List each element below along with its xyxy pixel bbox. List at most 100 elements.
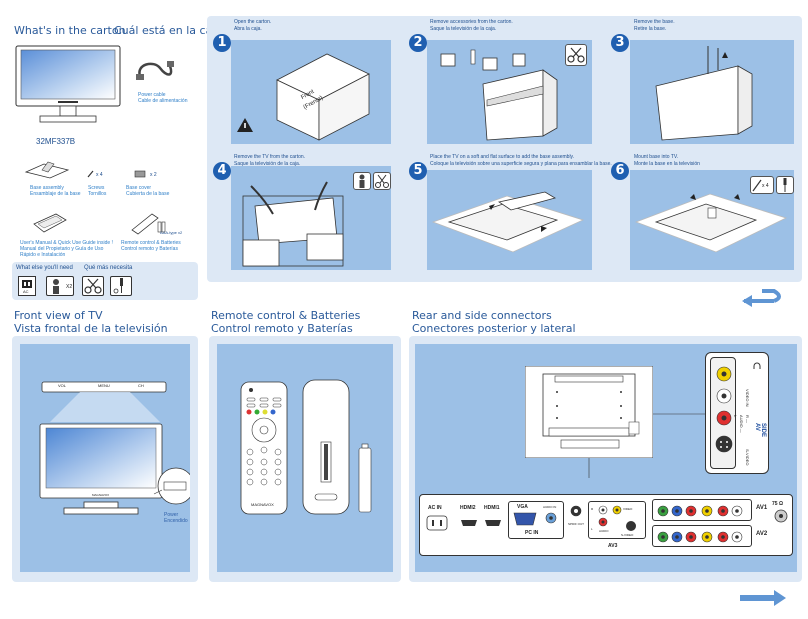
hdmi2-port-icon xyxy=(460,519,478,527)
av3-audio-label: AUDIO xyxy=(599,529,609,533)
step-3-text-es: Retire la base. xyxy=(634,26,667,32)
antenna-label: 75 Ω xyxy=(772,501,783,507)
front-panel: VOL MENU CH MAGNAVOX Power Encendido xyxy=(12,336,198,582)
step-3-text-en: Remove the base. xyxy=(634,19,675,25)
vga-port-icon xyxy=(513,512,537,526)
screws-label-es: Tornillos xyxy=(88,191,107,197)
av3-label: AV3 xyxy=(608,543,618,549)
front-bar-menu: MENU xyxy=(98,383,110,388)
remote-label-es: Control remoto y Baterías xyxy=(121,246,178,252)
step-4-person-icon xyxy=(353,172,371,190)
side-av-panel: VIDEO IN R — AUDIO — L S-VIDEO SIDE AV xyxy=(705,352,769,474)
base-assembly-label-es: Ensamblaje de la base xyxy=(30,191,81,197)
step-4-text-es: Saque la televisión de la caja. xyxy=(234,161,301,167)
front-title-en: Front view of TV xyxy=(14,309,103,322)
base-cover-icon xyxy=(134,170,146,178)
power-cable-label-en: Power cable xyxy=(138,92,166,98)
screws-label-en: Screws xyxy=(88,185,105,191)
manual-icon xyxy=(32,210,68,236)
step-4-scissors-icon xyxy=(373,172,391,190)
front-view-image: VOL MENU CH MAGNAVOX Power Encendido xyxy=(20,344,190,572)
model-number: 32MF337B xyxy=(36,137,76,146)
pc-audio-in-label: AUDIO IN xyxy=(543,505,557,509)
front-brand: MAGNAVOX xyxy=(92,493,110,497)
outlet-icon: AC xyxy=(18,276,36,296)
carton-title-es: Cuál está en la caja xyxy=(114,24,223,37)
step-6-text-en: Mount base into TV. xyxy=(634,154,679,160)
step-1-text-es: Abra la caja. xyxy=(234,26,262,32)
step-2-number: 2 xyxy=(409,34,427,52)
need-panel: What else you'll need Qué más necesita A… xyxy=(12,262,198,300)
pc-in-label: PC IN xyxy=(525,530,539,536)
step-5-number: 5 xyxy=(409,162,427,180)
remote-panel: MAGNAVOX xyxy=(209,336,401,582)
remote-image: MAGNAVOX xyxy=(217,344,393,572)
step-3-image xyxy=(630,40,794,144)
step-2-text-es: Saque la televisión de la caja. xyxy=(430,26,497,32)
base-assembly-icon xyxy=(24,160,70,180)
step-2-scissors-icon xyxy=(565,44,587,66)
av3-svideo-label: S-VIDEO xyxy=(621,533,634,537)
remote-label-en: Remote control & Batteries xyxy=(121,240,181,246)
step-1-image: Front (Frente) xyxy=(231,40,391,144)
step-1-text-en: Open the carton. xyxy=(234,19,272,25)
step-6-screw-icon: x 4 xyxy=(750,176,774,194)
base-cover-label-es: Cubierta de la base xyxy=(126,191,170,197)
side-svideo: S-VIDEO xyxy=(745,449,750,466)
manual-label-es2: Rápido e Instalación xyxy=(20,252,66,258)
connectors-title-es: Conectores posterior y lateral xyxy=(412,322,576,335)
ac-in-port-icon xyxy=(426,515,448,531)
step-6-text-es: Monte la base en la televisión xyxy=(634,161,700,167)
step-4-image xyxy=(231,166,391,270)
step-6-screw-count: x 4 xyxy=(762,183,769,189)
spdif-port-icon xyxy=(570,505,582,517)
av2-label: AV2 xyxy=(756,531,768,537)
scissors-icon xyxy=(82,276,104,296)
av3-video-label: VIDEO xyxy=(623,507,633,511)
remote-title-es: Control remoto y Baterías xyxy=(211,322,353,335)
step-6-screwdriver-icon xyxy=(776,176,794,194)
step-5-image xyxy=(427,170,592,270)
side-video-in: VIDEO IN xyxy=(745,389,750,407)
power-cable-label-es: Cable de alimentación xyxy=(138,98,188,104)
av1-block xyxy=(652,499,752,521)
av3-l-label: L xyxy=(591,527,593,531)
need-x2: X2 xyxy=(66,284,73,290)
connectors-image: VIDEO IN R — AUDIO — L S-VIDEO SIDE AV A… xyxy=(415,344,797,572)
power-label-en: Power xyxy=(164,512,179,518)
av1-label: AV1 xyxy=(756,505,768,511)
step-4-number: 4 xyxy=(213,162,231,180)
headphone-icon xyxy=(752,361,762,371)
tv-illustration xyxy=(14,44,122,126)
pc-audio-port-icon xyxy=(545,512,557,524)
step-2-text-en: Remove accessories from the carton. xyxy=(430,19,513,25)
step-6-image: x 4 xyxy=(630,170,794,270)
step-4-text-en: Remove the TV from the carton. xyxy=(234,154,306,160)
remote-title-en: Remote control & Batteries xyxy=(211,309,361,322)
step-6-number: 6 xyxy=(611,162,629,180)
hdmi2-label: HDMI2 xyxy=(460,505,476,511)
front-bar-vol: VOL xyxy=(58,383,67,388)
step-3-number: 3 xyxy=(611,34,629,52)
hdmi1-label: HDMI1 xyxy=(484,505,500,511)
step-5-text-es: Coloque la televisión sobre una superfic… xyxy=(430,161,612,167)
step-2-image xyxy=(427,40,592,144)
next-page-arrow-icon[interactable] xyxy=(740,287,788,307)
rear-connector-strip: AC IN HDMI2 HDMI1 VGA AUDIO IN xyxy=(419,494,793,556)
base-cover-count: x 2 xyxy=(150,172,157,178)
remote-brand: MAGNAVOX xyxy=(251,502,274,507)
need-title-en: What else you'll need xyxy=(16,265,73,271)
base-cover-label-en: Base cover xyxy=(126,185,152,191)
next-page-arrow-bottom-icon[interactable] xyxy=(738,590,788,606)
screws-count: x 4 xyxy=(96,172,103,178)
pc-in-block: VGA AUDIO IN PC IN xyxy=(508,501,564,539)
connectors-title-en: Rear and side connectors xyxy=(412,309,552,322)
person-icon: X2 xyxy=(46,276,74,296)
manual-label-en: User's Manual & Quick Use Guide inside ! xyxy=(20,240,113,246)
antenna-port-icon xyxy=(774,509,788,523)
ac-in-label: AC IN xyxy=(428,505,442,511)
battery-type: AAA-type x2 xyxy=(160,230,183,235)
step-1-number: 1 xyxy=(213,34,231,52)
side-audio: R — AUDIO — L xyxy=(733,415,750,433)
hdmi1-port-icon xyxy=(484,519,502,527)
